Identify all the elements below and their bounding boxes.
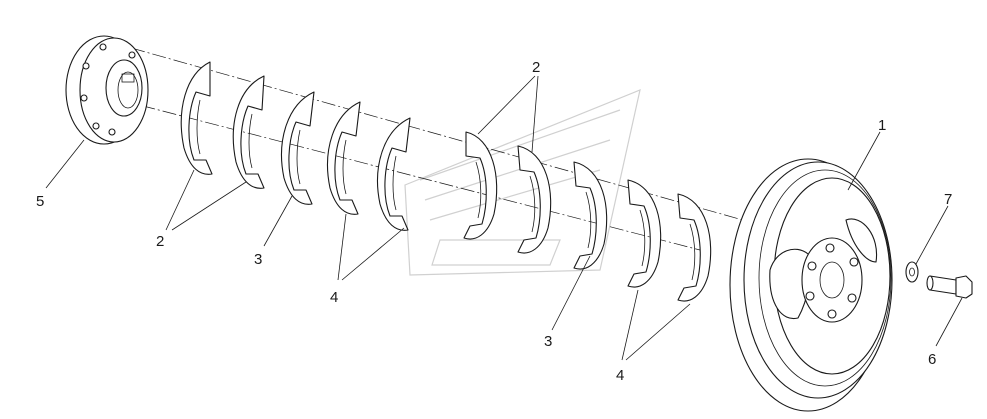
callout-6: 6: [928, 351, 936, 368]
shim-set-left: [180, 61, 411, 231]
shim-3a: [281, 91, 315, 205]
callout-3-left: 3: [254, 251, 262, 268]
watermark-logo: [404, 89, 641, 276]
shim-4c: [627, 179, 662, 288]
shim-3b: [573, 161, 608, 270]
callout-4-left: 4: [330, 289, 338, 306]
shim-2c: [463, 131, 498, 240]
callout-2-left: 2: [156, 233, 164, 250]
callout-1: 1: [878, 117, 886, 134]
shim-2a: [180, 61, 213, 175]
bolt: [926, 275, 973, 299]
leader-lines: [45, 75, 963, 361]
shim-set-right: [463, 131, 712, 302]
callout-5: 5: [36, 193, 44, 210]
shim-4a: [327, 101, 361, 215]
callout-3-right: 3: [544, 333, 552, 350]
callout-7: 7: [944, 191, 952, 208]
callout-labels: 5 2 3 4 2 3 4 1 7 6: [36, 59, 952, 384]
hub-flange: [65, 35, 149, 145]
shim-2d: [517, 145, 552, 254]
callout-4-right: 4: [616, 367, 624, 384]
callout-2-right: 2: [532, 59, 540, 76]
shim-2b: [232, 75, 265, 189]
washer: [905, 261, 919, 283]
shim-4b: [377, 117, 411, 231]
shim-4d: [677, 193, 712, 302]
pulley: [729, 158, 893, 412]
